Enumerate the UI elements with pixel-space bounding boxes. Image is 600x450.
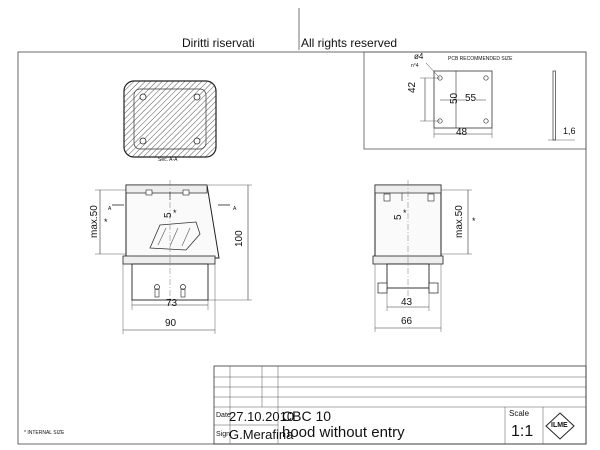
section-screw [139, 137, 147, 145]
pcb-outline [433, 70, 493, 129]
front-dim-100: 100 [234, 230, 245, 247]
section-screw [139, 93, 147, 101]
front-dim-90: 90 [165, 318, 177, 329]
pcb-title: PCB RECOMMENDED SIZE [448, 56, 513, 62]
front-dim-max50: max.50 [89, 205, 100, 238]
pcb-hole [483, 118, 489, 124]
date-label: Date [216, 412, 231, 419]
pcb-thickness-view [552, 70, 556, 141]
drawing-code: CBC 10 [282, 408, 332, 424]
header-rights-it: Diritti riservati [182, 36, 255, 50]
pcb-box [363, 51, 587, 150]
ilme-logo-shape [545, 412, 575, 440]
pcb-recommended-size [363, 51, 587, 150]
front-asterisk-left: * [104, 217, 108, 227]
header-rights-en: All rights reserved [301, 36, 398, 50]
pcb-dim-50: 50 [449, 92, 460, 104]
pcb-dim-42: 42 [407, 81, 418, 93]
pcb-dim-48: 48 [456, 127, 468, 138]
sign-value: G.Merafina [229, 427, 294, 442]
pcb-dim-thickness: 1,6 [563, 126, 576, 136]
housing-screw [180, 284, 186, 290]
side-view [372, 180, 472, 332]
hood-logo [149, 221, 201, 251]
hood-pin [182, 189, 190, 196]
side-dim-43: 43 [401, 297, 413, 308]
side-asterisk-inner: * [403, 208, 407, 218]
title-block-frame [213, 365, 587, 445]
scale-value: 1:1 [511, 423, 534, 440]
housing-screw [154, 284, 160, 290]
section-label: Sec. A-A [158, 157, 178, 163]
pcb-hole-leader [425, 62, 439, 77]
title-block [213, 365, 587, 445]
drawing-frame [17, 51, 587, 445]
pcb-hole-dia: ø4 [414, 52, 424, 61]
side-pin [427, 193, 435, 202]
front-dim-73: 73 [166, 298, 178, 309]
pcb-dim-55: 55 [465, 93, 477, 104]
hood-body [125, 184, 220, 259]
side-lever [428, 282, 439, 294]
section-a-right: A [233, 206, 237, 212]
pcb-hole-count: n°4 [411, 63, 419, 69]
side-dim-max50: max.50 [454, 205, 465, 238]
section-outer [123, 80, 217, 158]
section-screw [193, 137, 201, 145]
ilme-logo-text: ILME [551, 422, 568, 429]
scale-label: Scale [509, 409, 530, 418]
hood-pin [145, 189, 153, 196]
section-inner [133, 88, 207, 150]
hood-top-flange [125, 184, 208, 194]
drawing-description: hood without entry [282, 424, 405, 441]
pcb-hole [483, 75, 489, 81]
side-dim-66: 66 [401, 316, 413, 327]
front-asterisk-inner: * [173, 208, 177, 218]
housing-slot [180, 288, 186, 298]
section-screw [193, 93, 201, 101]
housing-slot [154, 288, 160, 298]
internal-size-note: * INTERNAL SIZE [24, 430, 65, 436]
side-asterisk-right: * [472, 216, 476, 226]
date-value: 27.10.2010 [229, 409, 295, 424]
section-view [123, 80, 217, 158]
section-a-left: A [108, 206, 112, 212]
hood-logo-lines [157, 227, 191, 247]
front-view [95, 180, 252, 334]
hood-base-flange [122, 255, 216, 265]
sign-label: Sign [216, 431, 231, 438]
side-lever [377, 282, 388, 294]
side-pin [383, 193, 391, 202]
